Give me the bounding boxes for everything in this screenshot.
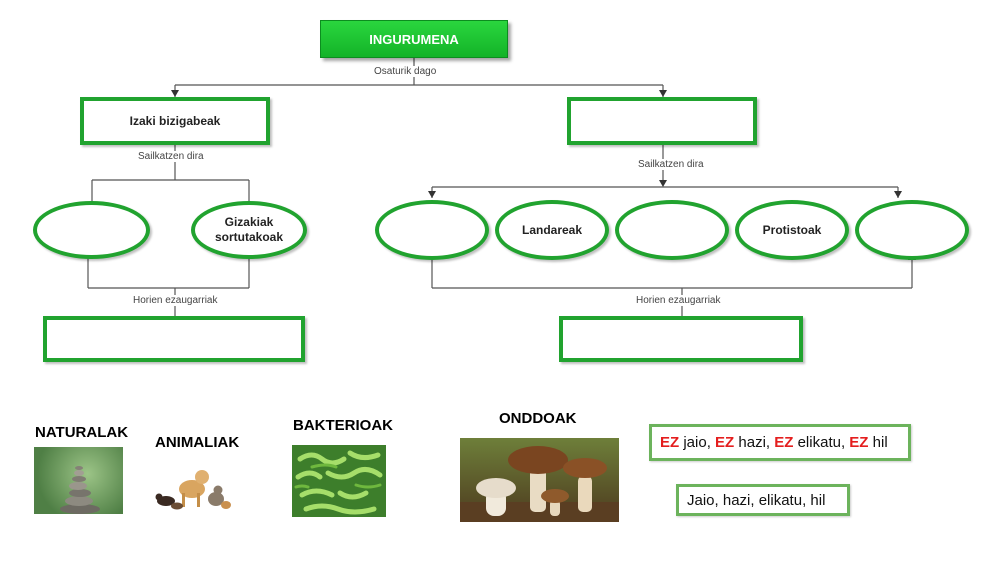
right-oval-slot-5[interactable]: [855, 200, 969, 260]
word-die: hil: [872, 434, 888, 451]
negation-word: EZ: [660, 434, 680, 451]
option-naturalak-label[interactable]: NATURALAK: [35, 424, 129, 441]
option-positive-features[interactable]: Jaio, hazi, elikatu, hil: [676, 484, 850, 516]
option-animaliak-label[interactable]: ANIMALIAK: [155, 434, 240, 451]
mushrooms-image[interactable]: [460, 438, 619, 522]
animals-image[interactable]: [152, 455, 232, 512]
right-category-drop-slot[interactable]: [567, 97, 757, 145]
negation-word: EZ: [715, 434, 735, 451]
right-oval-slot-1[interactable]: [375, 200, 489, 260]
animals-icon: [155, 470, 231, 510]
option-onddoak-label[interactable]: ONDDOAK: [499, 410, 577, 427]
left-features-label: Horien ezaugarriak: [131, 295, 220, 306]
option-negative-features[interactable]: EZ jaio, EZ hazi, EZ elikatu, EZ hil: [649, 424, 911, 461]
negation-word: EZ: [849, 434, 869, 451]
left-oval-human-made: Gizakiak sortutakoak: [191, 201, 307, 259]
root-node: INGURUMENA: [320, 20, 508, 58]
mushrooms-icon: [460, 446, 619, 522]
stacked-stones-image[interactable]: [34, 447, 123, 514]
right-features-drop-slot[interactable]: [559, 316, 803, 362]
bacteria-image[interactable]: [292, 445, 386, 517]
option-bakterioak-label[interactable]: BAKTERIOAK: [293, 417, 393, 434]
right-oval-plants: Landareak: [495, 200, 609, 260]
word-feed: elikatu,: [797, 434, 846, 451]
right-oval-slot-3[interactable]: [615, 200, 729, 260]
left-oval-slot-1[interactable]: [33, 201, 150, 259]
root-link-label: Osaturik dago: [372, 66, 439, 77]
word-grow: hazi,: [738, 434, 771, 451]
left-features-drop-slot[interactable]: [43, 316, 305, 362]
right-oval-protists: Protistoak: [735, 200, 849, 260]
stacked-stones-icon: [60, 466, 100, 514]
left-classify-label: Sailkatzen dira: [136, 151, 206, 162]
word-born: jaio,: [683, 434, 711, 451]
right-classify-label: Sailkatzen dira: [636, 159, 706, 170]
left-category-box: Izaki bizigabeak: [80, 97, 270, 145]
bacteria-icon: [294, 450, 383, 515]
negation-word: EZ: [774, 434, 794, 451]
right-features-label: Horien ezaugarriak: [634, 295, 723, 306]
